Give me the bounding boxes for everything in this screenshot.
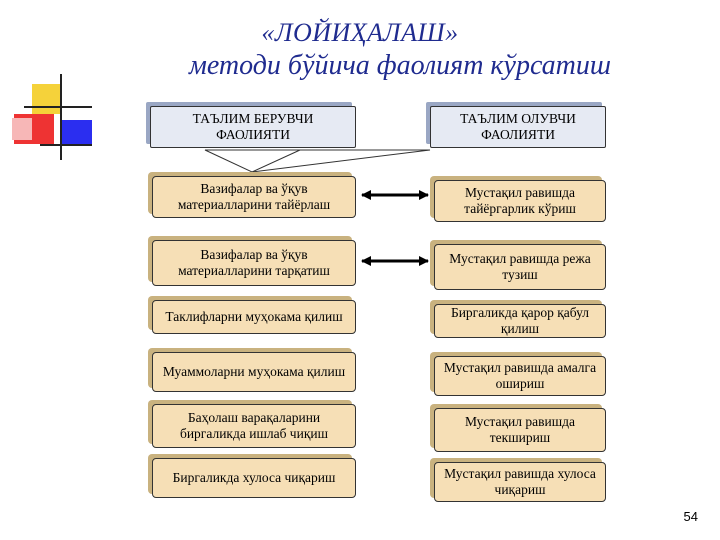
decor-horizontal-line: [24, 106, 92, 108]
teacher-activity-6: Биргаликда хулоса чиқариш: [152, 458, 356, 498]
teacher-activity-2: Вазифалар ва ўқув материалларини тарқати…: [152, 240, 356, 286]
header-student: ТАЪЛИМ ОЛУВЧИ ФАОЛИЯТИ: [430, 106, 606, 148]
decor-horizontal-line-2: [40, 144, 92, 146]
teacher-activity-3: Таклифларни муҳокама қилиш: [152, 300, 356, 334]
student-activity-4: Мустақил равишда амалга ошириш: [434, 356, 606, 396]
decor-blue-square: [62, 120, 92, 146]
page-number: 54: [683, 509, 698, 524]
teacher-activity-1: Вазифалар ва ўқув материалларини тайёрла…: [152, 176, 356, 218]
teacher-activity-5: Баҳолаш варақаларини биргаликда ишлаб чи…: [152, 404, 356, 448]
student-activity-1: Мустақил равишда тайёргарлик кўриш: [434, 180, 606, 222]
teacher-activity-4: Муаммоларни муҳокама қилиш: [152, 352, 356, 392]
decor-yellow-square: [32, 84, 62, 114]
student-activity-3: Биргаликда қарор қабул қилиш: [434, 304, 606, 338]
decor-vertical-line: [60, 74, 62, 160]
header-teacher: ТАЪЛИМ БЕРУВЧИ ФАОЛИЯТИ: [150, 106, 356, 148]
student-activity-6: Мустақил равишда хулоса чиқариш: [434, 462, 606, 502]
title-line2: методи бўйича фаолият кўрсатиш: [188, 50, 612, 81]
header-connector: [204, 149, 301, 173]
title-line1: «ЛОЙИҲАЛАШ»: [261, 18, 459, 47]
student-activity-5: Мустақил равишда текшириш: [434, 408, 606, 452]
student-activity-2: Мустақил равишда режа тузиш: [434, 244, 606, 290]
decor-pink-square: [12, 118, 32, 140]
header-connector-right: [251, 149, 431, 173]
row-arrows: [361, 190, 429, 266]
